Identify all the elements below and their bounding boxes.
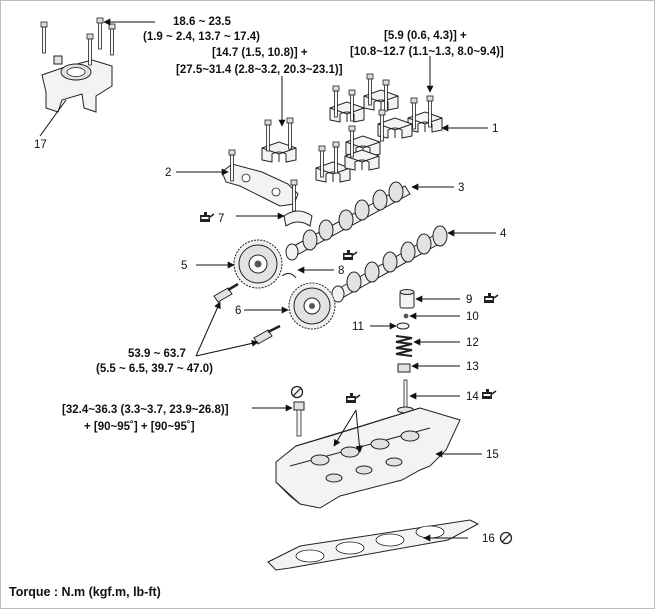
part-5-sprocket [233,239,283,289]
part-number-13: 13 [466,361,479,373]
torque-unit-note: Torque : N.m (kgf.m, lb-ft) [9,585,161,599]
oil-can-icon [483,292,499,304]
part-11-retainer [396,322,410,330]
part-12-spring [395,335,413,357]
part-number-17: 17 [34,139,47,151]
part-number-12: 12 [466,337,479,349]
torque-spec-cap-line2: [27.5~31.4 (2.8~3.2, 20.3~23.1)] [176,64,343,76]
part-number-14: 14 [466,391,479,403]
torque-spec-17-line1: 18.6 ~ 23.5 [173,16,231,28]
part-6-sprocket [288,282,336,330]
torque-spec-1-line2: [10.8~12.7 (1.1~1.3, 8.0~9.4)] [350,46,504,58]
part-number-15: 15 [486,449,499,461]
oil-can-icon [345,392,361,404]
part-number-10: 10 [466,311,479,323]
part-number-11: 11 [352,321,364,333]
oil-can-icon [199,211,215,223]
part-number-2: 2 [165,167,171,179]
part-9-tappet [399,289,415,309]
torque-spec-head-line1: [32.4~36.3 (3.3~3.7, 23.9~26.8)] [62,404,229,416]
oil-can-icon [342,249,358,261]
part-number-5: 5 [181,260,187,272]
torque-spec-17-line2: (1.9 ~ 2.4, 13.7 ~ 17.4) [143,31,260,43]
part-13-seal [397,363,411,373]
part-1-bearing-caps [261,73,443,183]
torque-spec-cap-line1: [14.7 (1.5, 10.8)] + [212,47,308,59]
part-number-16: 16 [482,533,495,545]
torque-spec-sprocket-line2: (5.5 ~ 6.5, 39.7 ~ 47.0) [96,363,213,375]
part-number-1: 1 [492,123,498,135]
part-15-cylinder-head [275,407,461,509]
part-number-7: 7 [218,213,224,225]
head-bolt [293,401,305,437]
part-number-4: 4 [500,228,507,240]
part-7-bearing [283,210,313,227]
sprocket-bolts [213,282,281,345]
part-number-8: 8 [338,265,344,277]
part-2-front-cap [221,149,299,212]
part-8-pin [281,272,297,279]
oil-can-icon [481,388,497,400]
part-17-housing [40,17,116,113]
part-3-camshaft [285,181,411,261]
part-number-3: 3 [458,182,464,194]
no-reuse-icon [290,385,304,399]
part-10-retainer-lock [403,313,409,319]
part-16-gasket [267,519,480,571]
torque-spec-head-line2: + [90~95˚] + [90~95˚] [84,421,195,433]
no-reuse-icon [499,531,513,545]
torque-spec-1-line1: [5.9 (0.6, 4.3)] + [384,30,467,42]
part-number-6: 6 [235,305,241,317]
part-number-9: 9 [466,294,472,306]
torque-spec-sprocket-line1: 53.9 ~ 63.7 [128,348,186,360]
part-4-camshaft [331,225,448,303]
